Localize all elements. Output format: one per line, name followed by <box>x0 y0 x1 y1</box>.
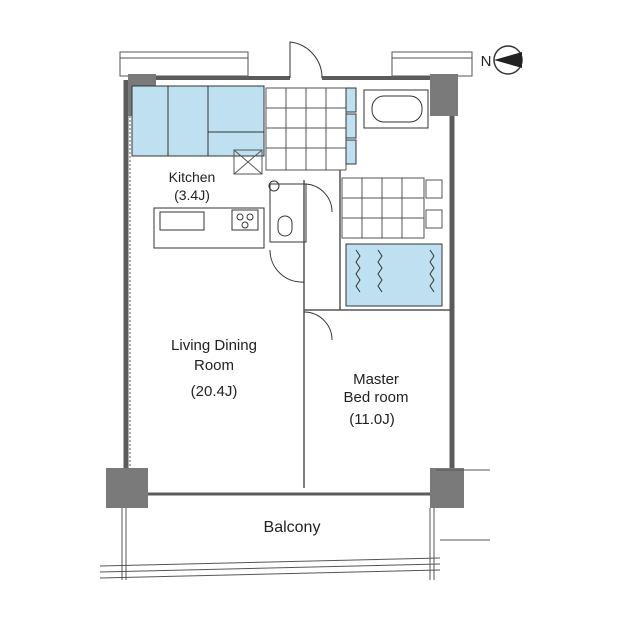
master-name-line2: Bed room <box>343 389 408 406</box>
compass-icon: N <box>481 45 523 75</box>
entrance-grid <box>265 87 347 171</box>
living-name-line2: Room <box>194 357 234 374</box>
kitchen-cabinets <box>131 85 265 157</box>
living-size: (20.4J) <box>191 383 238 400</box>
balcony <box>99 469 490 580</box>
washroom <box>341 177 443 239</box>
pantry-box <box>233 149 263 175</box>
walk-in-closet <box>345 243 443 307</box>
compass-north-label: N <box>481 53 492 70</box>
exterior-frames <box>119 51 473 77</box>
kitchen-counter <box>153 207 265 249</box>
toilet <box>268 180 307 243</box>
interior-doors <box>269 183 333 341</box>
outer-walls <box>123 76 455 496</box>
living-name-line1: Living Dining <box>171 337 257 354</box>
columns <box>106 74 464 508</box>
entrance-door <box>289 41 323 79</box>
kitchen-name: Kitchen <box>169 169 216 185</box>
bathtub <box>363 89 429 129</box>
shoe-cabinet <box>345 87 357 165</box>
interior-walls <box>303 170 452 488</box>
master-name-line1: Master <box>353 371 399 388</box>
kitchen-size: (3.4J) <box>174 187 210 203</box>
master-size: (11.0J) <box>349 411 395 428</box>
balcony-name: Balcony <box>264 519 321 536</box>
